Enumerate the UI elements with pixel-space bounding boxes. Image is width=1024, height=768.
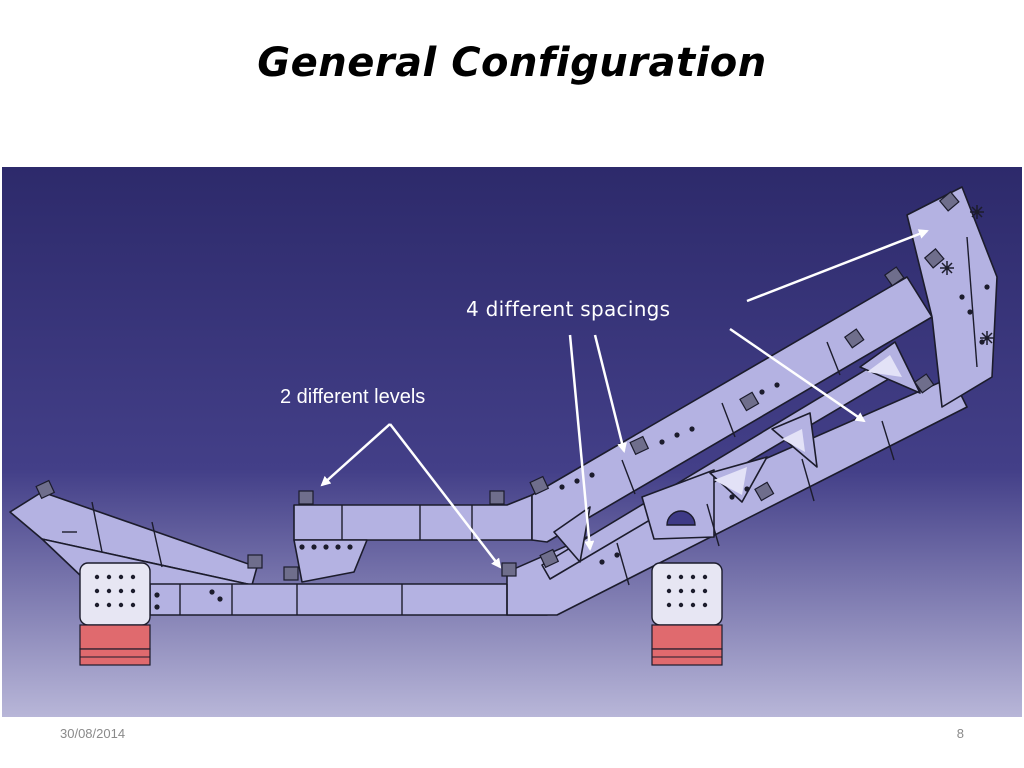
spacing-arrow-top bbox=[746, 229, 929, 303]
center-gusset-plate bbox=[641, 469, 715, 540]
spacings-callout: 4 different spacings bbox=[466, 297, 671, 321]
level-arrow-right bbox=[389, 423, 502, 569]
conveyor-frame-figure bbox=[2, 167, 1022, 717]
slide-title: General Configuration bbox=[257, 40, 767, 86]
annotation-arrows bbox=[320, 229, 929, 569]
frame-cutout bbox=[666, 510, 696, 526]
right-upper-incline bbox=[531, 276, 933, 543]
spacing-arrow-center-left bbox=[568, 334, 595, 551]
page-number: 8 bbox=[956, 726, 964, 741]
levels-callout: 2 different levels bbox=[280, 386, 426, 408]
panel-divisions bbox=[62, 236, 978, 615]
spacing-arrow-center-right bbox=[593, 334, 627, 453]
level-arrow-left bbox=[320, 423, 391, 487]
left-wing-upper bbox=[9, 491, 258, 586]
gusset-left bbox=[553, 506, 591, 563]
footer-date: 30/08/2014 bbox=[60, 726, 126, 741]
spacing-arrow-right bbox=[729, 327, 866, 423]
right-support bbox=[651, 562, 723, 666]
idler-brackets bbox=[35, 191, 960, 581]
left-support bbox=[79, 562, 151, 666]
plate-highlights bbox=[714, 355, 902, 495]
right-vertical-column bbox=[906, 186, 998, 408]
frame-bolts bbox=[154, 284, 990, 610]
column-fasteners bbox=[940, 205, 994, 345]
